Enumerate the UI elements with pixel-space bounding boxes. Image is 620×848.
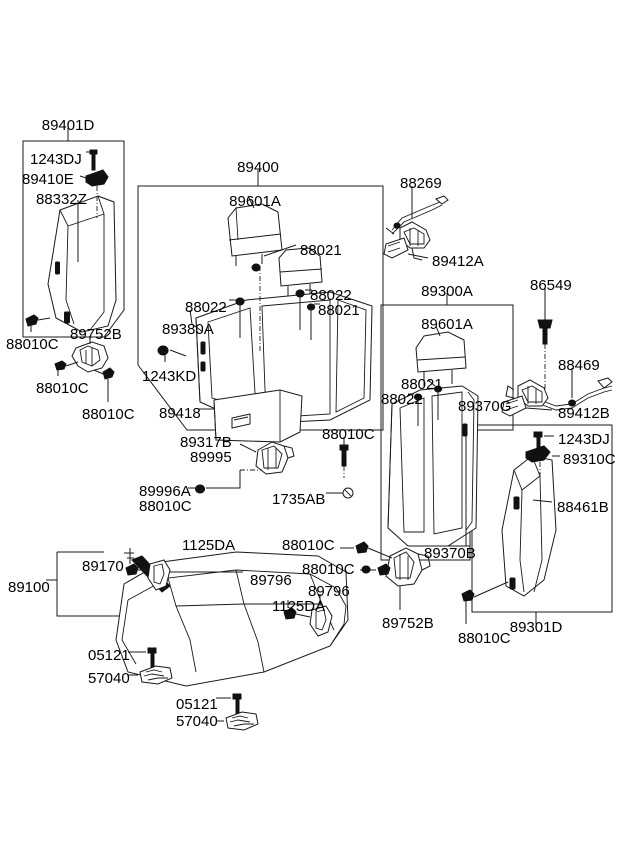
part-89601A-headrest-right: [415, 325, 467, 386]
part-label-89380A: 89380A: [162, 321, 214, 338]
part-89996A-88010C-pin: [188, 484, 230, 494]
part-label-88021-center2: 88021: [318, 302, 360, 319]
part-89370G-seat-back-right: [387, 385, 479, 547]
part-label-89300A: 89300A: [421, 283, 473, 300]
part-label-89601A-right: 89601A: [421, 316, 473, 333]
part-label-89796-2: 89796: [308, 583, 350, 600]
part-89601A-headrest-center-small: [278, 247, 323, 296]
part-label-89400: 89400: [237, 159, 279, 176]
part-89752B-hinge-left: [71, 336, 109, 373]
part-label-88010C-left2: 88010C: [36, 380, 89, 397]
part-89317B-89995-latch: [239, 441, 295, 475]
part-89752B-hinge-bottom: [385, 547, 431, 610]
part-label-89410E: 89410E: [22, 171, 74, 188]
part-label-89752B-bottom: 89752B: [382, 615, 434, 632]
part-label-88469: 88469: [558, 357, 600, 374]
part-89310C-clip-right: [525, 445, 560, 463]
part-88469-wire-harness-right: [539, 368, 613, 411]
part-label-89317B: 89317B: [180, 434, 232, 451]
part-label-1125DA-1: 1125DA: [182, 537, 236, 554]
part-88010C-bolt-left3: [93, 367, 115, 402]
part-label-88010C-center2: 88010C: [139, 498, 192, 515]
part-label-89301D: 89301D: [509, 619, 563, 636]
part-label-89601A-center: 89601A: [229, 193, 281, 210]
part-89601A-headrest-center: [227, 195, 283, 266]
part-89412A-buckle: [383, 221, 431, 261]
fasteners-right-seatback: [408, 379, 467, 546]
part-label-05121-2: 05121: [176, 696, 218, 713]
part-1243DJ-bolt-topleft: [89, 149, 98, 171]
part-label-89996A: 89996A: [139, 483, 191, 500]
part-88010C-bolt-bottom1: [340, 541, 393, 559]
part-label-88010C-center: 88010C: [322, 426, 375, 443]
part-1125DA-bolt-left: [125, 548, 148, 576]
part-88010C-bolt-right: [461, 581, 509, 624]
part-label-88461B: 88461B: [557, 499, 609, 516]
part-88010C-bolt-left1: [25, 314, 51, 332]
part-label-88022-right: 88022: [381, 391, 423, 408]
part-label-89100: 89100: [8, 579, 50, 596]
part-05121-57040-set2: [216, 693, 259, 731]
part-label-89418: 89418: [159, 405, 201, 422]
part-label-86549: 86549: [530, 277, 572, 294]
part-label-89370B: 89370B: [424, 545, 476, 562]
part-label-57040-1: 57040: [88, 670, 130, 687]
part-label-89995: 89995: [190, 449, 232, 466]
part-05121-57040-set1: [128, 647, 173, 685]
part-label-89796-1: 89796: [250, 572, 292, 589]
group-box-89401D: [22, 128, 125, 338]
part-label-88022-center2: 88022: [310, 287, 352, 304]
part-label-89752B-left: 89752B: [70, 326, 122, 343]
part-86549-bolt: [537, 288, 553, 400]
part-label-89412A: 89412A: [432, 253, 484, 270]
part-89412B-buckle: [501, 379, 553, 417]
part-label-1243DJ-right: 1243DJ: [558, 431, 610, 448]
part-label-1243DJ-topleft: 1243DJ: [30, 151, 82, 168]
part-1125DA-bolt-right: [283, 600, 311, 620]
group-box-89100: [46, 551, 134, 617]
part-label-88021-right: 88021: [401, 376, 443, 393]
part-label-1125DA-2: 1125DA: [272, 598, 326, 615]
part-label-89370G: 89370G: [458, 398, 512, 415]
part-label-89170: 89170: [82, 558, 124, 575]
part-label-05121-1: 05121: [88, 647, 130, 664]
part-89796-hinge-left: [147, 559, 243, 591]
part-88461B-side-bolster-right: [501, 455, 557, 597]
part-label-88010C-bottom1: 88010C: [282, 537, 335, 554]
part-89796-hinge-right: [309, 594, 333, 637]
part-label-88010C-bottom2: 88010C: [302, 561, 355, 578]
part-label-88010C-left3: 88010C: [82, 406, 135, 423]
fasteners-center-seatback: [229, 244, 320, 352]
part-label-88332Z: 88332Z: [36, 191, 87, 208]
part-88010C-bolt-bottom2: [360, 563, 391, 576]
part-88332Z-side-bolster: [47, 195, 117, 333]
part-89418-armrest: [213, 389, 303, 443]
part-88010C-bolt-center: [339, 437, 349, 478]
part-label-57040-2: 57040: [176, 713, 218, 730]
part-88010C-bolt-left2: [54, 360, 79, 376]
part-89410E-clip: [85, 169, 109, 187]
part-label-88010C-right: 88010C: [458, 630, 511, 647]
group-box-89301D: [471, 424, 613, 624]
part-1735AB-washer: [326, 487, 354, 499]
part-label-1735AB: 1735AB: [272, 491, 326, 508]
part-label-88010C-left1: 88010C: [6, 336, 59, 353]
part-label-88022-center1: 88022: [185, 299, 227, 316]
part-label-89401D: 89401D: [41, 117, 95, 134]
part-1243KD-clip: [157, 345, 187, 362]
part-label-88021-center1: 88021: [300, 242, 342, 259]
part-label-88269: 88269: [400, 175, 442, 192]
part-label-89412B: 89412B: [558, 405, 610, 422]
part-label-1243KD: 1243KD: [142, 368, 197, 385]
part-88269-wire-harness: [385, 186, 449, 235]
part-label-89310C: 89310C: [563, 451, 616, 468]
